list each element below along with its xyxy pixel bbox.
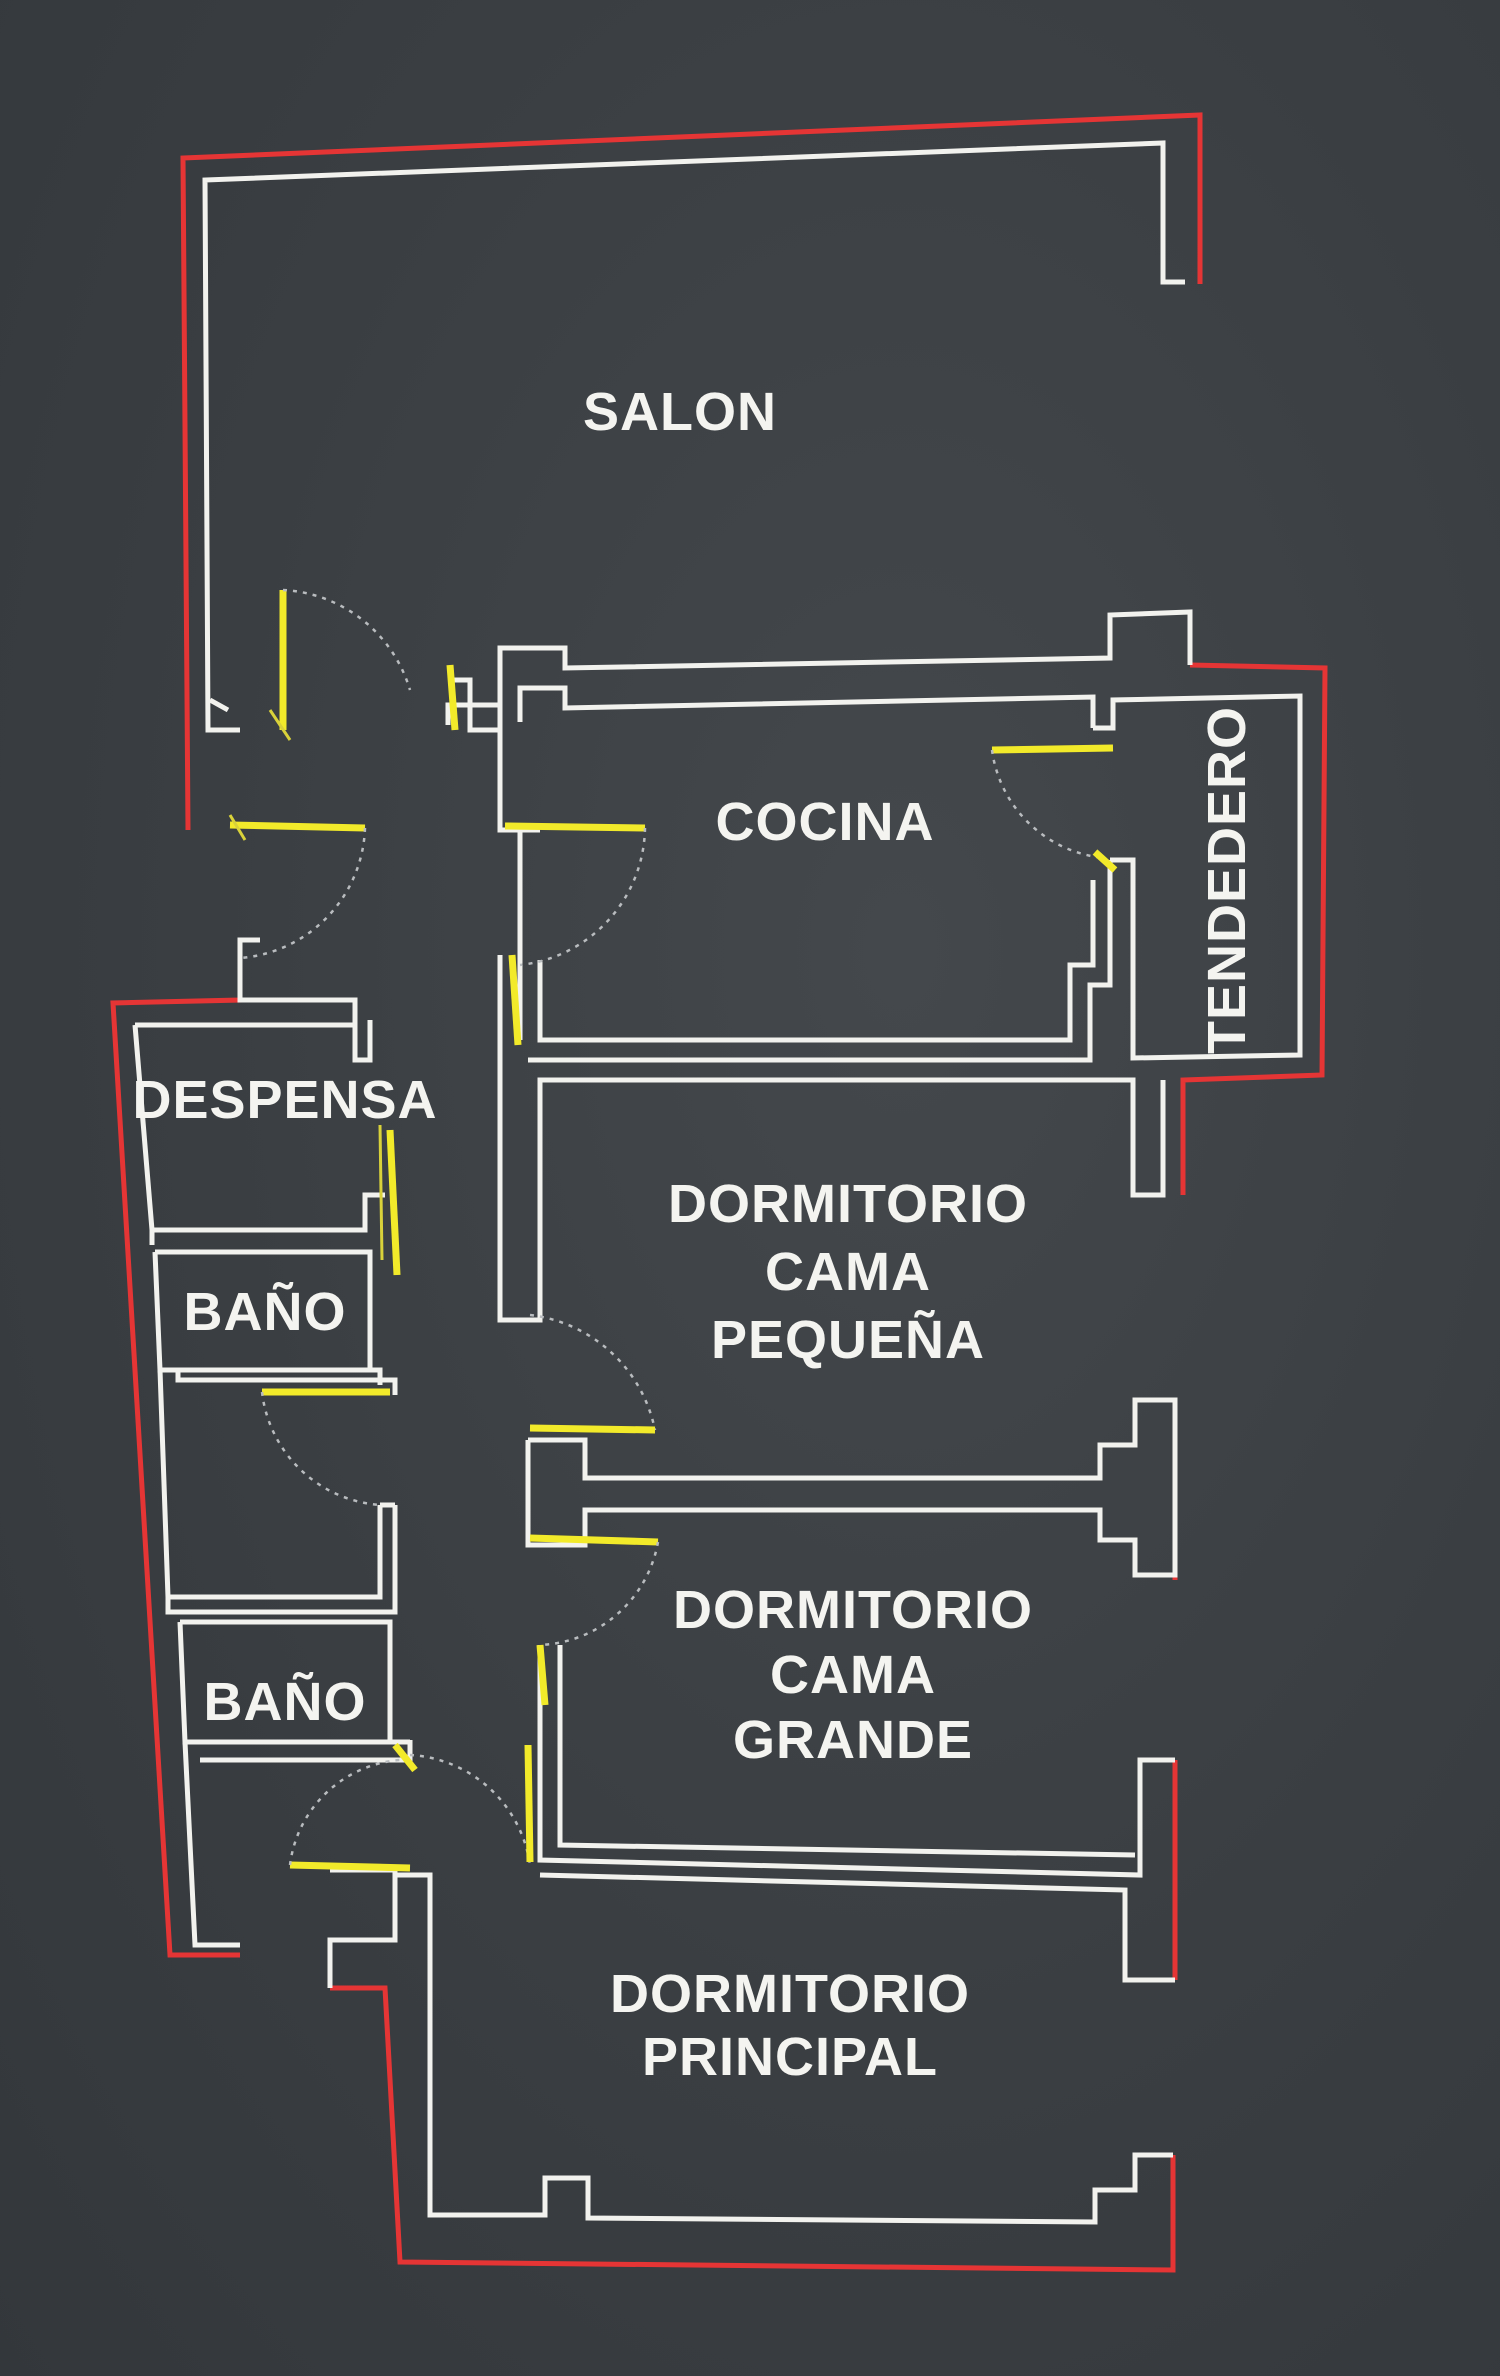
label-dormitorio-pequena-2: CAMA: [765, 1242, 931, 1302]
label-dormitorio-principal-1: DORMITORIO: [610, 1964, 970, 2024]
label-cocina: COCINA: [716, 792, 935, 852]
bano-2-door-hinge: [392, 1742, 418, 1773]
label-dormitorio-pequena-3: PEQUEÑA: [711, 1310, 985, 1370]
label-despensa: DESPENSA: [132, 1070, 437, 1130]
label-dormitorio-grande-2: CAMA: [770, 1645, 936, 1705]
label-dormitorio-grande-1: DORMITORIO: [673, 1580, 1033, 1640]
tendedero-door-swing: [990, 749, 1106, 860]
bano-2-door-swing: [409, 1753, 532, 1866]
label-bano-2: BAÑO: [204, 1672, 367, 1732]
label-dormitorio-principal-2: PRINCIPAL: [642, 2027, 938, 2087]
interior-walls: [132, 140, 1303, 2225]
label-dormitorio-pequena-1: DORMITORIO: [668, 1174, 1028, 1234]
dormitorio-grande-door-swing: [539, 1541, 660, 1647]
dormitorio-pequena-door-swing: [529, 1313, 657, 1431]
label-bano-1: BAÑO: [184, 1282, 347, 1342]
dormitorio-grande-door: [529, 1534, 659, 1546]
dormitorio-principal-door-swing: [288, 1758, 401, 1866]
label-salon: SALON: [583, 382, 777, 442]
hall-door: [229, 821, 366, 832]
salon-door-2: [446, 664, 459, 731]
cocina-door-jamb: [508, 954, 522, 1046]
bano-1-door-swing: [260, 1391, 381, 1507]
cocina-door: [504, 822, 646, 832]
hall-door-swing: [239, 827, 367, 960]
dormitorio-pequena-door: [529, 1424, 656, 1434]
dormitorio-principal-door: [289, 1861, 411, 1872]
room-labels: SALON COCINA TENDEDERO DESPENSA BAÑO BAÑ…: [132, 382, 1257, 2087]
label-dormitorio-grande-3: GRANDE: [733, 1710, 973, 1770]
bano-2-door: [524, 1744, 534, 1863]
doors: [228, 588, 1118, 1872]
cocina-door-swing: [519, 827, 647, 967]
despensa-door: [386, 1129, 401, 1276]
label-tendedero: TENDEDERO: [1197, 706, 1257, 1054]
tendedero-door: [991, 744, 1114, 754]
salon-door-swing: [282, 588, 412, 691]
